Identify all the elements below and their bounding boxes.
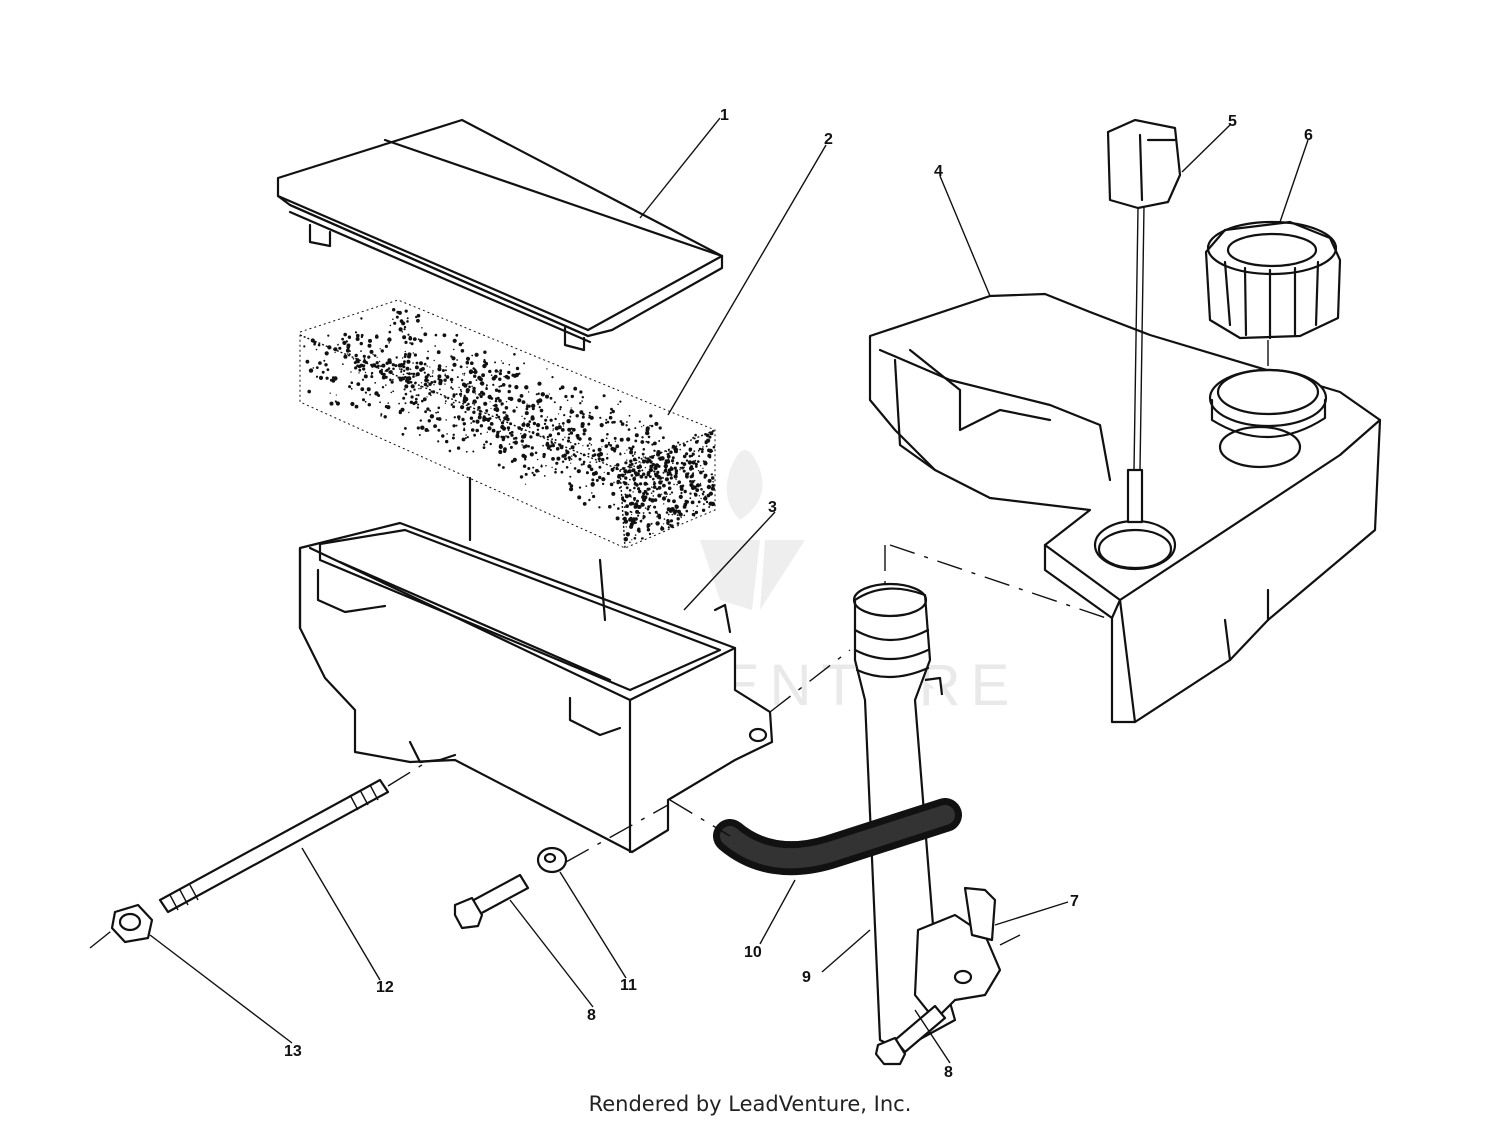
label-part-1: 1 <box>720 107 729 124</box>
label-part-7: 7 <box>1070 893 1079 910</box>
part-5-dipstick <box>1106 118 1182 524</box>
part-labels: 1 2 3 4 5 6 7 8 8 9 10 11 12 13 <box>284 107 1313 1081</box>
footer-credit: Rendered by LeadVenture, Inc. <box>588 1092 912 1116</box>
label-part-12: 12 <box>376 979 394 996</box>
label-part-8-left: 8 <box>587 1007 596 1024</box>
label-part-6: 6 <box>1304 127 1313 144</box>
part-10-hose <box>713 798 962 876</box>
label-part-10: 10 <box>744 944 762 961</box>
part-12-stud <box>158 778 390 914</box>
part-3-base <box>298 476 774 854</box>
label-part-13: 13 <box>284 1043 302 1060</box>
part-13-nut <box>110 903 154 944</box>
label-part-3: 3 <box>768 499 777 516</box>
part-2-foam-filter <box>299 299 716 549</box>
alignment-lines <box>89 340 1269 949</box>
label-part-4: 4 <box>934 163 943 180</box>
part-8-bolt-right <box>874 1004 947 1066</box>
part-1-cover <box>276 118 724 352</box>
label-part-5: 5 <box>1228 113 1237 130</box>
label-part-9: 9 <box>802 969 811 986</box>
label-part-8-right: 8 <box>944 1064 953 1081</box>
label-part-2: 2 <box>824 131 833 148</box>
leader-lines <box>149 117 1309 1064</box>
part-11-washer <box>536 846 568 874</box>
label-part-11: 11 <box>620 977 637 994</box>
part-7-bracket <box>913 886 1002 1022</box>
part-8-bolt-left <box>453 873 530 930</box>
part-6-fuel-cap <box>1204 220 1342 439</box>
